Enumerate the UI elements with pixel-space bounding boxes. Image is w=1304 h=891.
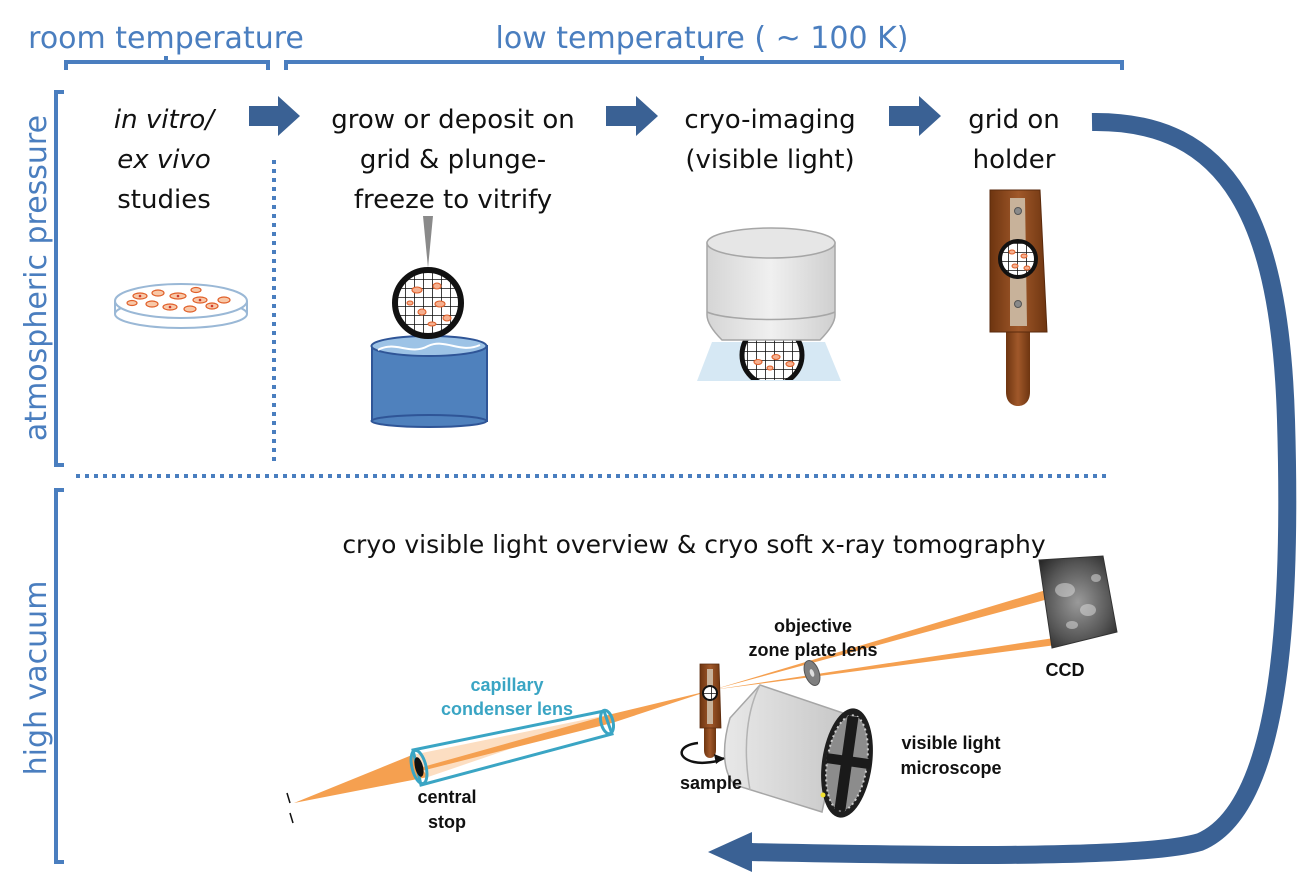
room-temperature-bracket — [64, 56, 270, 70]
grow-line1: grow or deposit on — [331, 105, 574, 135]
grow-line2: grid & plunge- — [360, 145, 546, 175]
high-vacuum-label: high vacuum — [19, 581, 54, 776]
invitro-line3: studies — [117, 185, 211, 215]
objective-label-line2: zone plate lens — [748, 640, 877, 660]
plunge-freezer-icon — [370, 216, 488, 428]
invitro-line2: ex vivo — [117, 145, 211, 175]
central-stop-label-line2: stop — [428, 812, 466, 832]
vacuum-sample-holder-icon — [699, 663, 722, 758]
source-tick-bottom — [289, 812, 294, 824]
ccd-label: CCD — [1046, 660, 1085, 680]
vacuum-bracket — [54, 488, 64, 864]
vlm-label-line2: microscope — [900, 758, 1001, 778]
vlm-label-line1: visible light — [901, 733, 1000, 753]
capillary-label-line2: condenser lens — [441, 699, 573, 719]
transfer-curve-arrow — [749, 112, 1297, 864]
holder-line1: grid on — [968, 105, 1060, 135]
atmospheric-bracket — [54, 90, 64, 467]
petri-dish-icon — [114, 283, 248, 329]
rotation-arrow-icon — [680, 741, 725, 765]
grid-icon — [392, 267, 464, 339]
grow-line3: freeze to vitrify — [354, 185, 552, 215]
sample-holder-icon — [989, 189, 1048, 406]
source-tick-top — [286, 792, 291, 804]
sample-label: sample — [680, 773, 742, 793]
low-temperature-label: low temperature ( ~ 100 K) — [496, 21, 909, 56]
atmospheric-pressure-label: atmospheric pressure — [19, 115, 54, 441]
low-temperature-bracket — [284, 56, 1124, 70]
transfer-arrow-head — [708, 832, 752, 872]
ccd-detector-icon — [1038, 555, 1118, 649]
xray-beam — [294, 590, 1056, 803]
central-stop-label-line1: central — [417, 787, 476, 807]
objective-icon — [697, 227, 841, 381]
cryoimaging-line2: (visible light) — [685, 145, 854, 175]
vacuum-section-title: cryo visible light overview & cryo soft … — [342, 530, 1046, 559]
arrow-to-grow — [249, 96, 300, 136]
arrow-to-holder — [889, 96, 941, 136]
room-temperature-label: room temperature — [28, 21, 304, 56]
cryoimaging-line1: cryo-imaging — [684, 105, 855, 135]
capillary-icon — [409, 708, 616, 787]
arrow-to-cryoimaging — [606, 96, 658, 136]
holder-line2: holder — [973, 145, 1056, 175]
capillary-label-line1: capillary — [470, 675, 543, 695]
microscope-icon — [723, 684, 873, 818]
invitro-line1: in vitro/ — [114, 105, 217, 135]
objective-label-line1: objective — [774, 616, 852, 636]
zone-plate-icon — [803, 660, 821, 686]
